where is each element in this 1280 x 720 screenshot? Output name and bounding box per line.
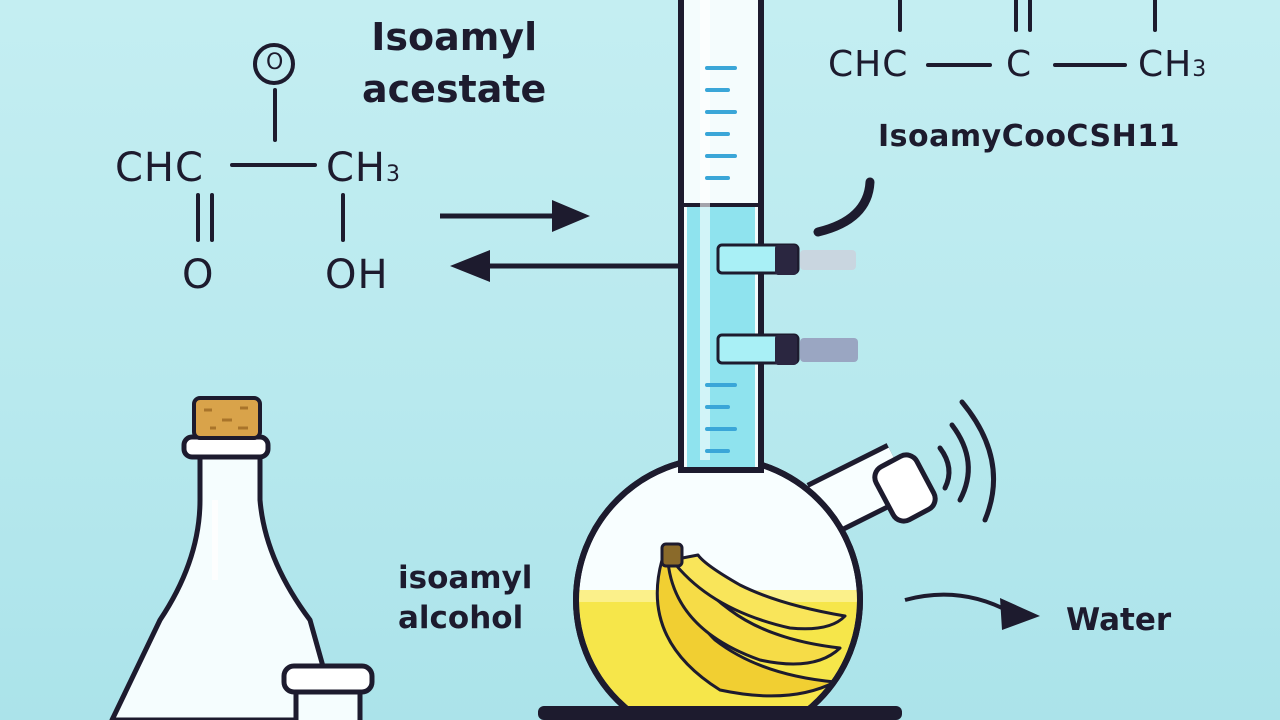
banana-icon [655,542,847,698]
alcohol-label: isoamyl alcohol [398,558,532,639]
water-arrow-icon [904,592,1040,630]
left-ch-subscript: 3 [386,162,402,187]
left-bottom-oxygen: O [182,252,215,298]
left-group-chc: CHC [115,145,204,191]
left-top-oxygen: O [266,50,285,75]
water-label: Water [1066,602,1172,638]
alcohol-label-line1: isoamyl [398,560,533,596]
right-ch-text: CH [1138,44,1193,85]
formula-label: IsoamyCooCSH11 [878,119,1180,154]
title-line2: acestate [362,66,547,111]
right-group-chc: CHC [828,44,909,85]
distillation-column [678,0,875,473]
glass-bottle [109,396,341,720]
title: Isoamyl acestate [362,15,547,111]
right-molecule-bonds [898,0,1157,67]
right-group-ch3: CH3 [1138,47,1207,83]
arrow-icon [440,200,680,282]
left-bottom-oh: OH [325,252,389,298]
left-ch-text: CH [326,145,387,191]
left-molecule-bonds [196,88,345,242]
small-jar [281,663,375,720]
tick-marks [705,66,737,453]
right-center-c: C [1006,44,1033,85]
left-group-ch3: CH3 [326,148,401,188]
sound-waves-icon [937,399,997,523]
title-line1: Isoamyl [371,15,538,59]
cork-icon [192,396,262,440]
right-ch-subscript: 3 [1192,57,1208,82]
alcohol-label-line2: alcohol [398,600,524,637]
top-oxygen-ring [253,43,295,85]
